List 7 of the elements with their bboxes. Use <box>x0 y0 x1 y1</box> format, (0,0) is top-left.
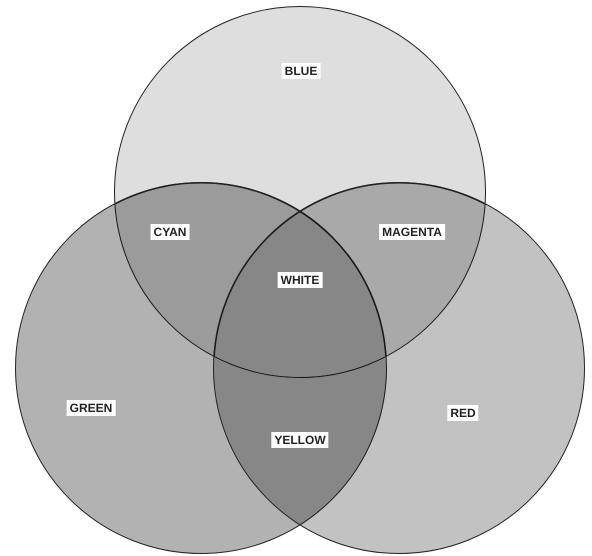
circle-label: RED <box>447 405 479 421</box>
region-label: YELLOW <box>271 432 329 448</box>
circle-label: GREEN <box>66 400 116 416</box>
region-label: WHITE <box>278 272 322 288</box>
region-label: MAGENTA <box>379 224 445 240</box>
circle-label: BLUE <box>282 63 320 79</box>
region-label: CYAN <box>150 224 190 240</box>
